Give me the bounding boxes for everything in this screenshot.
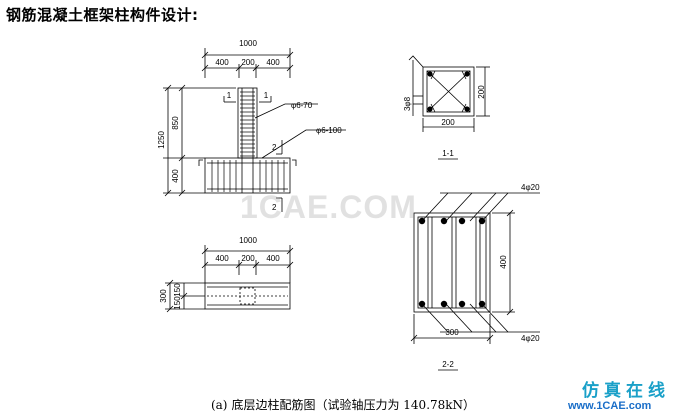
plan-dim-mid: 200 — [241, 254, 255, 263]
sec11-dim-height: 200 — [477, 85, 486, 99]
section-1-1-bars — [427, 71, 470, 112]
elev-dim-base-height: 400 — [171, 169, 180, 183]
cut-1-left-label: 1 — [227, 91, 232, 100]
plan-dim-total: 1000 — [239, 236, 257, 245]
plan-view — [165, 245, 294, 313]
elev-dim-left: 400 — [215, 58, 229, 67]
page-title: 钢筋混凝土框架柱构件设计: — [6, 6, 199, 24]
caption-text: 底层边柱配筋图（试验轴压力为 140.78kN） — [231, 398, 476, 412]
site-logo-url[interactable]: www.1CAE.com — [568, 400, 652, 412]
sec11-cover: 3φ8 — [403, 96, 412, 111]
section-1-1 — [408, 55, 490, 160]
elevation-view — [163, 48, 346, 212]
plan-dim-seg-a: 150 — [173, 283, 182, 297]
cut-2-bottom-label: 2 — [272, 203, 277, 212]
plan-labels: 1000 400 200 400 300 150 150 — [159, 236, 280, 310]
elev-dim-mid: 200 — [241, 58, 255, 67]
sec22-dim-height: 400 — [499, 255, 508, 269]
cut-1-right-label: 1 — [264, 91, 269, 100]
watermark: 1CAE.COM — [240, 189, 417, 225]
sec11-label: 1-1 — [442, 149, 454, 158]
elev-dim-total: 1000 — [239, 39, 257, 48]
section-2-2-labels: 4φ20 4φ20 400 300 2-2 — [442, 183, 540, 369]
caption-label: (a) — [210, 398, 228, 412]
elev-dim-right: 400 — [266, 58, 280, 67]
elev-dim-col-height: 850 — [171, 116, 180, 130]
elev-dim-total-height: 1250 — [157, 131, 166, 149]
plan-dim-right: 400 — [266, 254, 280, 263]
plan-dim-height: 300 — [159, 289, 168, 303]
section-2-2-bars — [418, 217, 486, 308]
sec22-top-bars: 4φ20 — [521, 183, 540, 192]
plan-dim-seg-b: 150 — [173, 296, 182, 310]
cut-2-top-label: 2 — [272, 143, 277, 152]
figure-caption: (a)底层边柱配筋图（试验轴压力为 140.78kN） — [0, 396, 690, 413]
sec22-bottom-bars: 4φ20 — [521, 334, 540, 343]
elevation-labels: 1000 400 200 400 1250 850 400 1 1 φ6-70 … — [157, 39, 342, 212]
stirrup-70-label: φ6-70 — [291, 101, 313, 110]
stirrup-100-label: φ6-100 — [316, 126, 342, 135]
sec11-dim-width: 200 — [441, 118, 455, 127]
sec22-dim-width: 300 — [445, 328, 459, 337]
plan-dim-left: 400 — [215, 254, 229, 263]
sec22-label: 2-2 — [442, 360, 454, 369]
site-logo-chinese: 仿真在线 — [582, 381, 670, 401]
section-2-2 — [410, 192, 540, 371]
section-1-1-labels: 200 200 3φ8 1-1 — [403, 85, 486, 158]
